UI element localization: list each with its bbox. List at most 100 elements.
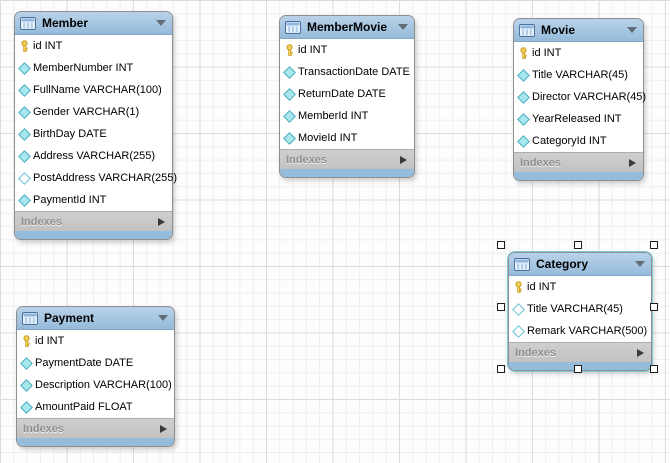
table-membermovie[interactable]: MemberMovie id INT TransactionDate DATE Re… [279,15,415,178]
collapse-arrow-icon[interactable] [156,20,166,26]
table-category[interactable]: Category id INT Title VARCHAR(45) Remark V… [507,251,653,372]
table-title: MemberMovie [307,20,388,34]
column-text: Description VARCHAR(100) [35,379,172,391]
primary-key-icon [513,281,524,293]
table-bottom-strip [17,438,174,446]
column-text: id INT [527,281,557,293]
column-text: MemberNumber INT [33,62,134,74]
column-text: Gender VARCHAR(1) [33,106,140,118]
column-row-id[interactable]: id INT [509,276,651,298]
column-row-postaddress[interactable]: PostAddress VARCHAR(255) [15,167,177,189]
expand-arrow-icon[interactable] [629,158,636,167]
column-row-director[interactable]: Director VARCHAR(45) [514,86,647,108]
column-row-id[interactable]: id INT [17,330,174,352]
expand-arrow-icon[interactable] [400,155,407,164]
indexes-label: Indexes [286,153,327,166]
indexes-bar[interactable]: Indexes [509,342,651,362]
table-title: Payment [44,311,95,325]
column-text: Title VARCHAR(45) [532,69,628,81]
column-text: Director VARCHAR(45) [532,91,647,103]
selection-handle-middle-right[interactable] [650,303,658,311]
expand-arrow-icon[interactable] [160,424,167,433]
indexes-bar[interactable]: Indexes [15,211,172,231]
table-title: Movie [541,23,576,37]
column-row-movieid[interactable]: MovieId INT [280,127,414,149]
column-row-title[interactable]: Title VARCHAR(45) [509,298,651,320]
column-text: BirthDay DATE [33,128,107,140]
indexes-label: Indexes [515,346,556,359]
selection-handle-bottom-right[interactable] [650,365,658,373]
selection-box [497,241,658,373]
table-header[interactable]: MemberMovie [280,16,414,39]
table-icon [285,20,301,34]
column-row-birthday[interactable]: BirthDay DATE [15,123,172,145]
indexes-bar[interactable]: Indexes [280,149,414,169]
nullable-column-diamond-icon [18,171,31,185]
table-header[interactable]: Movie [514,19,643,42]
column-row-fullname[interactable]: FullName VARCHAR(100) [15,79,172,101]
selection-handle-top-right[interactable] [650,241,658,249]
selection-handle-bottom-left[interactable] [497,365,505,373]
column-diamond-icon [18,149,31,163]
table-header[interactable]: Category [509,253,651,276]
column-text: id INT [298,44,328,56]
expand-arrow-icon[interactable] [158,217,165,226]
column-row-memberid[interactable]: MemberId INT [280,105,414,127]
column-row-amountpaid[interactable]: AmountPaid FLOAT [17,396,174,418]
collapse-arrow-icon[interactable] [398,24,408,30]
collapse-arrow-icon[interactable] [635,261,645,267]
column-row-yearreleased[interactable]: YearReleased INT [514,108,643,130]
column-diamond-icon [283,87,296,101]
column-row-paymentdate[interactable]: PaymentDate DATE [17,352,174,374]
column-row-membernumber[interactable]: MemberNumber INT [15,57,172,79]
column-text: Title VARCHAR(45) [527,303,623,315]
column-row-remark[interactable]: Remark VARCHAR(500) [509,320,651,342]
table-title: Member [42,16,89,30]
column-text: YearReleased INT [532,113,622,125]
column-diamond-icon [283,65,296,79]
column-row-categoryid[interactable]: CategoryId INT [514,130,643,152]
indexes-bar[interactable]: Indexes [514,152,643,172]
column-text: TransactionDate DATE [298,66,410,78]
expand-arrow-icon[interactable] [637,348,644,357]
column-row-id[interactable]: id INT [514,42,643,64]
selection-handle-top-left[interactable] [497,241,505,249]
indexes-label: Indexes [520,156,561,169]
table-icon [22,311,38,325]
table-columns: id INT TransactionDate DATE ReturnDate DAT… [280,39,414,149]
primary-key-icon [19,40,30,52]
column-text: AmountPaid FLOAT [35,401,133,413]
column-diamond-icon [517,90,530,104]
table-movie[interactable]: Movie id INT Title VARCHAR(45) Director VA… [513,18,647,181]
table-bottom-strip [280,169,414,177]
column-row-returndate[interactable]: ReturnDate DATE [280,83,414,105]
table-bottom-strip [514,172,643,180]
column-row-id[interactable]: id INT [15,35,172,57]
column-diamond-icon [18,127,31,141]
selection-handle-bottom-center[interactable] [573,365,582,373]
table-header[interactable]: Member [15,12,172,35]
column-diamond-icon [18,61,31,75]
selection-handle-middle-left[interactable] [497,303,505,311]
selection-handle-top-center[interactable] [573,241,582,249]
column-row-title[interactable]: Title VARCHAR(45) [514,64,643,86]
table-title: Category [536,257,589,271]
column-row-description[interactable]: Description VARCHAR(100) [17,374,174,396]
column-row-gender[interactable]: Gender VARCHAR(1) [15,101,172,123]
column-diamond-icon [18,83,31,97]
column-row-address[interactable]: Address VARCHAR(255) [15,145,172,167]
column-text: Address VARCHAR(255) [33,150,156,162]
collapse-arrow-icon[interactable] [158,315,168,321]
table-columns: id INT MemberNumber INT FullName VARCHAR(1… [15,35,177,211]
column-text: MemberId INT [298,110,369,122]
column-row-transactiondate[interactable]: TransactionDate DATE [280,61,414,83]
indexes-bar[interactable]: Indexes [17,418,174,438]
column-row-paymentid[interactable]: PaymentId INT [15,189,172,211]
column-row-id[interactable]: id INT [280,39,414,61]
table-header[interactable]: Payment [17,307,174,330]
table-member[interactable]: Member id INT MemberNumber INT FullName VA… [14,11,177,240]
collapse-arrow-icon[interactable] [627,27,637,33]
column-text: id INT [33,40,63,52]
